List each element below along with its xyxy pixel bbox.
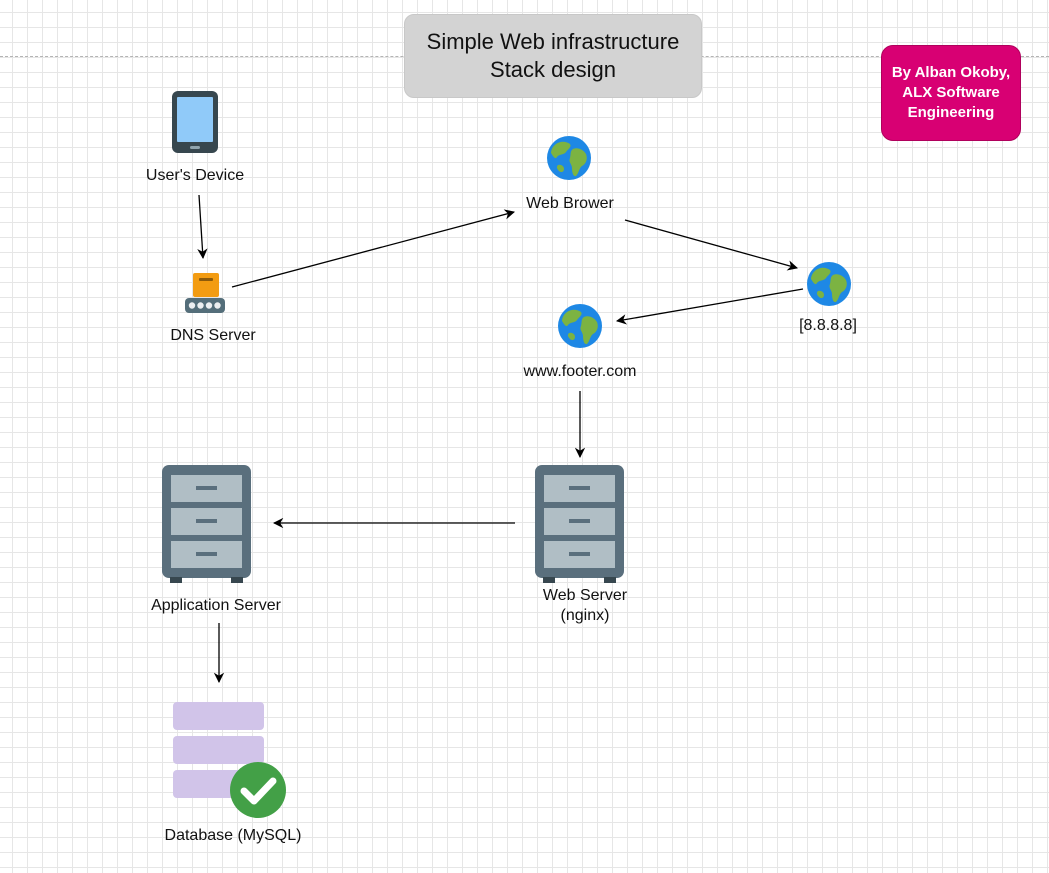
- edge-dns-to-browser[interactable]: [231, 209, 516, 288]
- resolver-label: [8.8.8.8]: [799, 317, 857, 334]
- edge-user-to-dns[interactable]: [197, 194, 208, 260]
- user-device-label: User's Device: [145, 167, 245, 184]
- app-server-label: Application Server: [151, 597, 281, 614]
- author-text: By Alban Okoby, ALX Software Engineering: [891, 64, 1011, 121]
- edge-browser-to-resolver[interactable]: [624, 219, 799, 271]
- author-note[interactable]: By Alban Okoby, ALX Software Engineering: [881, 45, 1021, 141]
- globe-icon-browser[interactable]: [546, 135, 592, 181]
- server-cabinet-icon-web[interactable]: [535, 465, 624, 584]
- web-browser-label: Web Brower: [526, 195, 614, 212]
- diagram-title: Simple Web infrastructure Stack design: [426, 29, 680, 82]
- diagram-title-box[interactable]: Simple Web infrastructure Stack design: [404, 14, 702, 98]
- globe-icon-resolver[interactable]: [806, 261, 852, 307]
- tablet-icon[interactable]: [172, 91, 218, 153]
- web-server-label: Web Server (nginx): [542, 587, 628, 624]
- database-label: Database (MySQL): [164, 827, 302, 844]
- domain-label: www.footer.com: [523, 363, 637, 380]
- conveyor-box-icon[interactable]: [184, 272, 226, 314]
- globe-icon-domain[interactable]: [557, 303, 603, 349]
- database-check-icon[interactable]: [173, 702, 289, 820]
- dns-server-label: DNS Server: [170, 327, 256, 344]
- server-cabinet-icon-app[interactable]: [162, 465, 251, 584]
- edge-resolver-to-domain[interactable]: [615, 288, 804, 325]
